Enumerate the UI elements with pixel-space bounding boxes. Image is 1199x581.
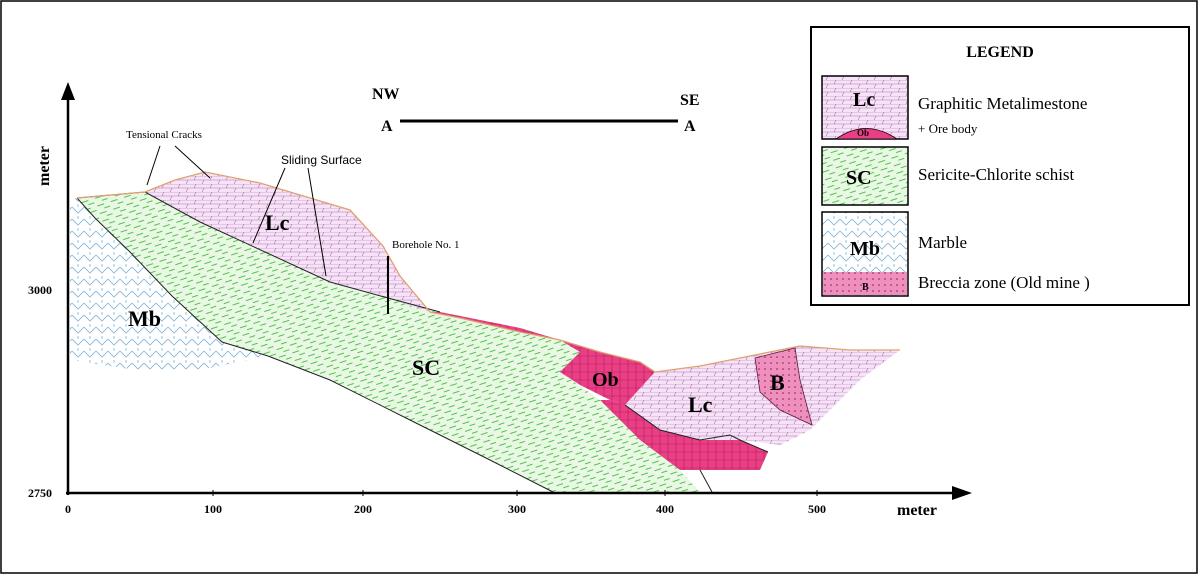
lc-swatch-code: Lc: [853, 89, 875, 111]
mb-sc-contact: [76, 197, 554, 493]
lc-legend-label: Graphitic Metalimestone: [918, 94, 1087, 113]
ob-lower-contact: [699, 469, 713, 493]
x-tick-label: 100: [204, 502, 222, 516]
x-tick-label: 300: [508, 502, 526, 516]
lc-upper-unit: [145, 172, 430, 312]
lc-lower-unit: [625, 346, 900, 445]
b-legend-label: Breccia zone (Old mine ): [918, 273, 1090, 292]
legend-item-sc: SC Sericite-Chlorite schist: [821, 146, 1075, 206]
nw-direction-label: NW: [372, 86, 400, 103]
ob-legend-label: + Ore body: [918, 121, 978, 136]
x-tick-label: 0: [65, 502, 71, 516]
ob-label: Ob: [592, 369, 619, 391]
topographic-surface: [76, 171, 900, 373]
unit-labels: Lc Mb SC Ob Lc B: [128, 210, 785, 417]
mb-label: Mb: [128, 306, 161, 331]
legend-item-mb: Mb B Marble Breccia zone (Old mine ): [821, 211, 1090, 297]
sc-swatch-code: SC: [846, 167, 872, 189]
tension-crack-leader-1: [146, 145, 161, 186]
sc-unit: [77, 192, 700, 492]
section-point-a-left: A: [381, 118, 393, 135]
sc-swatch: [821, 146, 909, 206]
geological-units: [70, 172, 900, 492]
b-unit: [754, 347, 813, 426]
x-tick-label: 200: [354, 502, 372, 516]
annotation-leaders: [146, 145, 327, 277]
b-swatch-code: B: [862, 282, 869, 293]
tension-crack-leader-2: [174, 145, 211, 179]
x-axis-label: meter: [897, 502, 937, 519]
legend-item-lc: Lc Ob Graphitic Metalimestone + Ore body: [821, 75, 1087, 140]
ob-swatch: [834, 128, 899, 140]
mb-unit: [70, 198, 268, 492]
legend-box: LEGEND Lc Ob Graphitic Metalimestone + O…: [810, 26, 1190, 306]
x-tick-labels: 0 100 200 300 400 500: [65, 502, 826, 516]
ob-swatch-code: Ob: [857, 128, 869, 138]
axes: meter meter 3000 2750 0 100 200 300 400 …: [28, 82, 972, 519]
lc-lower-label: Lc: [688, 392, 713, 417]
lc-lower-contact: [624, 404, 769, 453]
b-label: B: [770, 370, 785, 395]
lc-upper-label: Lc: [265, 210, 290, 235]
legend-title: LEGEND: [966, 44, 1034, 61]
b-swatch: [823, 272, 907, 295]
y-axis-label: meter: [36, 146, 53, 186]
x-axis-arrowhead: [952, 486, 972, 500]
y-tick-labels: 3000 2750: [28, 283, 52, 500]
sc-label: SC: [412, 355, 440, 380]
mb-swatch-code: Mb: [850, 238, 880, 260]
x-tick-marks: [212, 490, 818, 496]
tensional-cracks-label: Tensional Cracks: [126, 129, 202, 141]
section-line: NW SE A A: [372, 86, 700, 135]
x-tick-label: 400: [656, 502, 674, 516]
se-direction-label: SE: [680, 92, 700, 109]
x-tick-label: 500: [808, 502, 826, 516]
ob-unit: [430, 312, 655, 405]
sliding-leader-1: [252, 167, 286, 244]
y-tick-label: 3000: [28, 283, 52, 297]
mb-legend-label: Marble: [918, 233, 967, 252]
sliding-leader-2: [307, 167, 327, 277]
borehole-label: Borehole No. 1: [392, 239, 460, 251]
section-point-a-right: A: [684, 118, 696, 135]
sliding-surface-label: Sliding Surface: [281, 153, 362, 167]
sc-legend-label: Sericite-Chlorite schist: [918, 165, 1075, 184]
y-tick-label: 2750: [28, 486, 52, 500]
y-axis-arrowhead: [61, 82, 75, 100]
